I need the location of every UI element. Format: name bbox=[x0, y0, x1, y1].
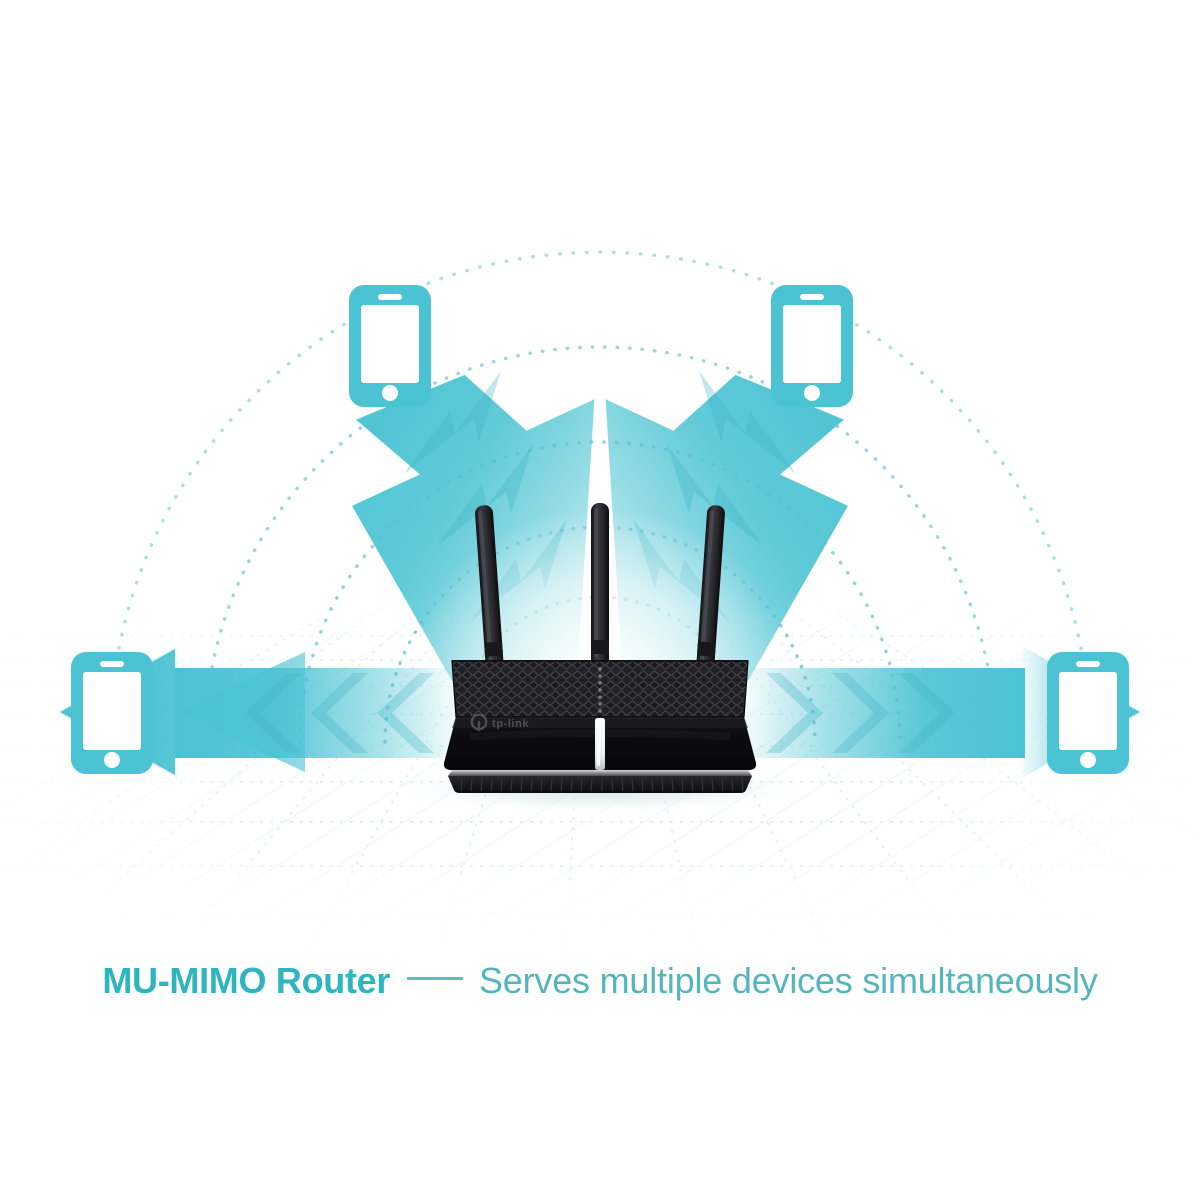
caption: MU-MIMO Router Serves multiple devices s… bbox=[0, 960, 1200, 1002]
router-device: tp-link bbox=[385, 503, 815, 814]
bottom-fade bbox=[0, 880, 1200, 1000]
phone-top-left bbox=[349, 285, 431, 407]
phone-bottom-right bbox=[1047, 652, 1129, 774]
caption-separator-dash bbox=[406, 976, 463, 980]
tplink-logo: tp-link bbox=[470, 713, 529, 732]
svg-text:tp-link: tp-link bbox=[492, 718, 529, 730]
router-led-indicators bbox=[598, 667, 602, 713]
caption-light-text: Serves multiple devices simultaneously bbox=[478, 960, 1098, 1001]
router-trim bbox=[448, 770, 752, 776]
router-vent-base bbox=[448, 776, 752, 793]
phone-bottom-left bbox=[71, 652, 153, 774]
caption-bold-text: MU-MIMO Router bbox=[102, 960, 391, 1001]
router-antennas bbox=[475, 503, 725, 678]
phone-top-right bbox=[771, 285, 853, 407]
